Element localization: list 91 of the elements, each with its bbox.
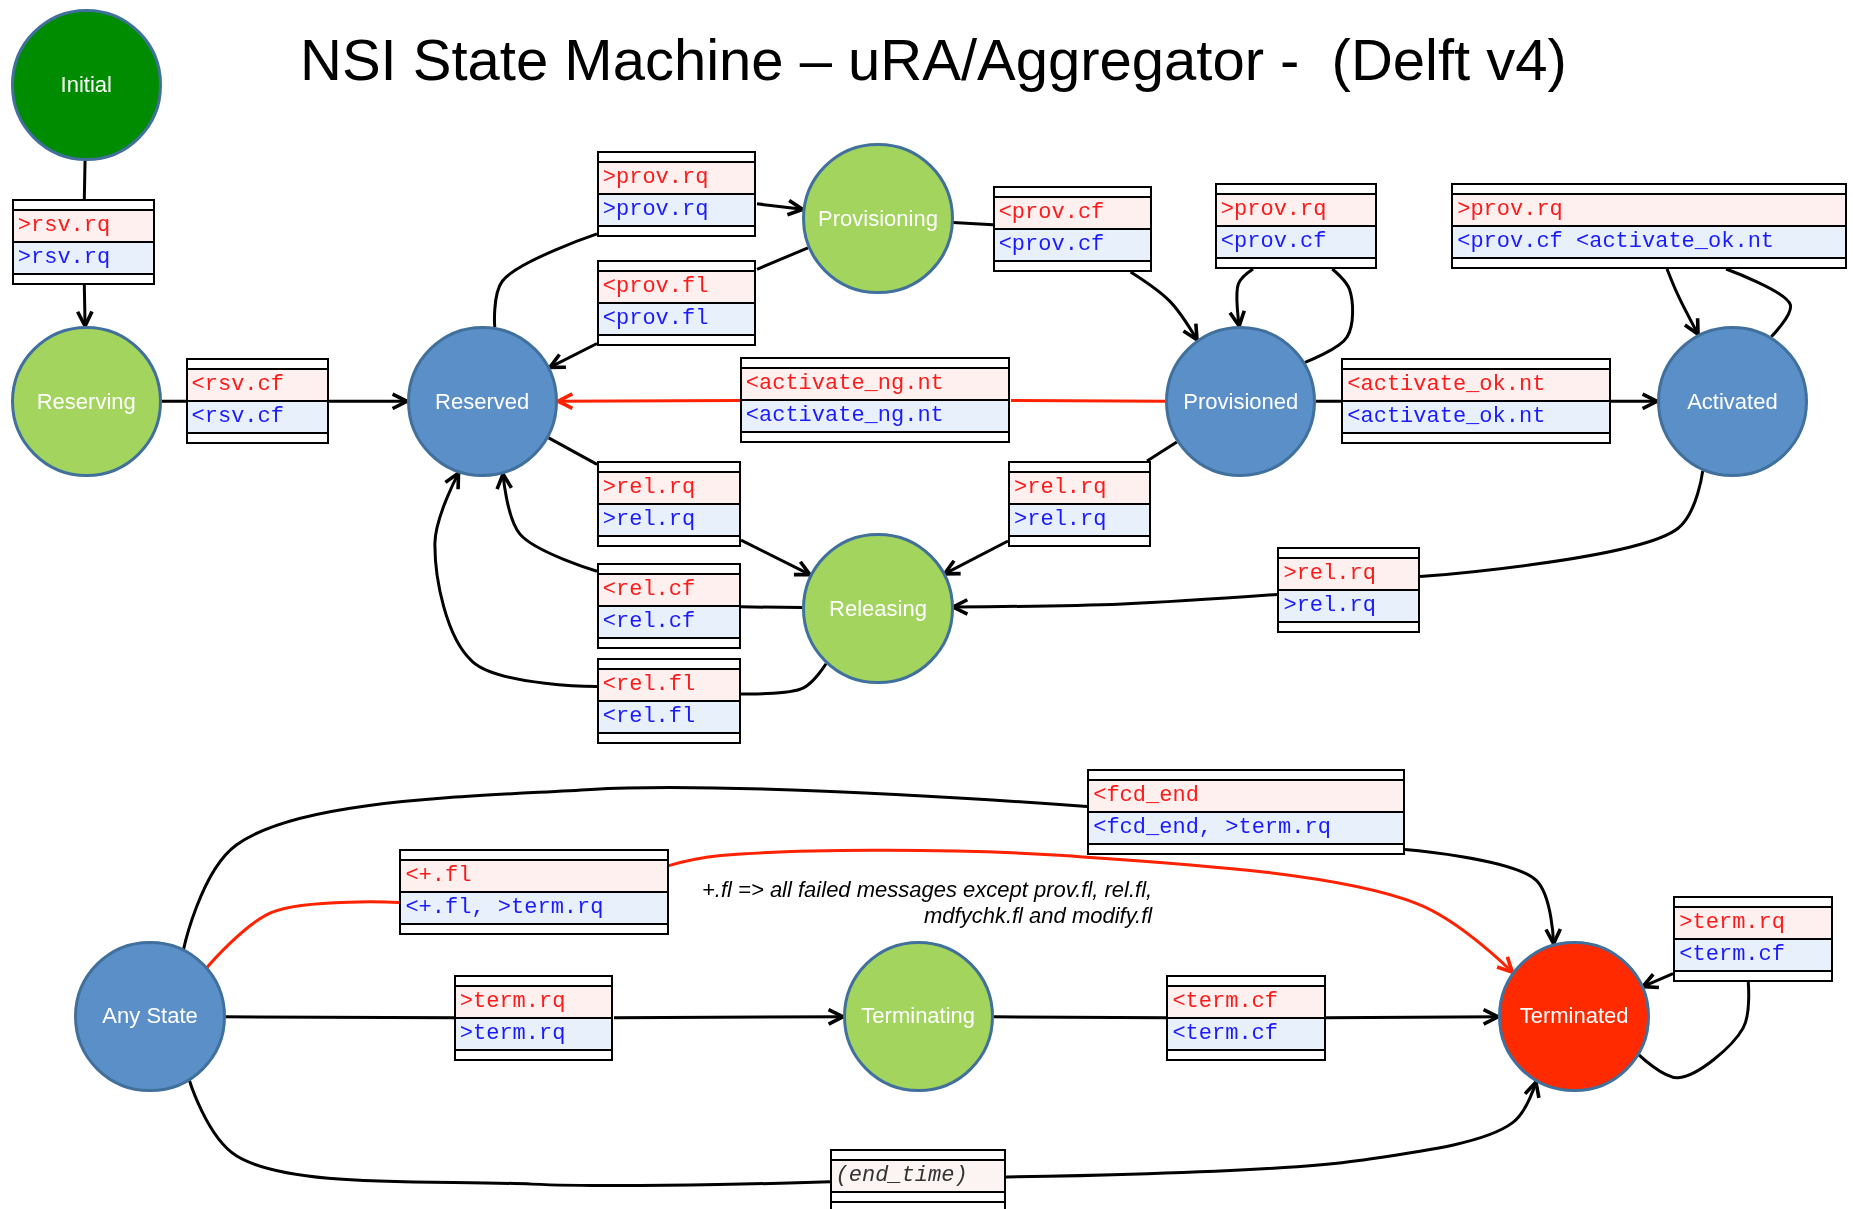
message-box — [1166, 974, 1326, 1061]
message-text: <rsv.cf — [187, 370, 327, 403]
message-text: <fcd_end — [1089, 781, 1404, 814]
message-text: >rel.rq — [1279, 591, 1419, 624]
message-box — [1277, 547, 1421, 634]
message-text: <prov.cf <activate_ok.nt — [1453, 227, 1846, 260]
message-box — [11, 198, 155, 285]
arrow — [495, 472, 598, 573]
message-text: <rel.fl — [598, 670, 739, 703]
arrow — [951, 592, 1278, 616]
state-name: Releasing — [828, 595, 928, 622]
message-box — [992, 185, 1153, 272]
arrow — [1228, 267, 1254, 328]
message-text: <+.fl — [401, 860, 667, 893]
message-box — [1008, 460, 1151, 547]
state-name: Terminated — [1518, 1003, 1630, 1030]
message-text: <term.cf — [1168, 1018, 1324, 1051]
message-text: <rel.cf — [598, 606, 739, 639]
arrow — [667, 848, 1515, 975]
message-text: <prov.cf — [1216, 227, 1375, 260]
arrow — [1326, 1007, 1500, 1026]
message-text: >rsv.rq — [13, 242, 153, 275]
message-text: >rel.rq — [598, 472, 739, 505]
message-box — [1087, 769, 1406, 856]
message-text: >prov.rq — [598, 163, 755, 196]
message-text: <rel.fl — [598, 702, 739, 735]
arrow — [75, 284, 94, 328]
state-name: Initial — [59, 72, 113, 99]
message-box — [1341, 358, 1611, 445]
arrow — [1641, 972, 1674, 990]
message-box — [1673, 895, 1833, 982]
message-text: <prov.fl — [598, 272, 755, 304]
message-text: <fcd_end, >term.rq — [1089, 813, 1404, 846]
message-text: >term.rq — [455, 986, 612, 1019]
message-text: >prov.rq — [598, 195, 755, 228]
message-text: <prov.fl — [598, 304, 755, 336]
message-box — [1451, 183, 1848, 270]
message-box — [596, 260, 757, 346]
arrow — [942, 539, 1009, 576]
message-text: >prov.rq — [1453, 195, 1846, 228]
message-text: <activate_ng.nt — [741, 400, 1009, 433]
state-name: Provisioned — [1182, 388, 1300, 415]
message-text: >prov.rq — [1216, 195, 1375, 228]
message-text: (end_time) — [831, 1160, 1004, 1193]
arrow — [756, 198, 805, 217]
arrow — [1404, 847, 1563, 946]
state-name: Reserving — [35, 388, 137, 415]
message-box — [399, 848, 669, 935]
message-text: >rel.rq — [1279, 559, 1419, 592]
message-text: <rel.cf — [598, 574, 739, 607]
state-name: Reserved — [434, 388, 531, 415]
arrow — [740, 538, 812, 577]
message-text: <activate_ng.nt — [741, 368, 1009, 401]
message-text: >rel.rq — [1010, 472, 1149, 505]
message-text: >rsv.rq — [13, 210, 153, 243]
message-text: >term.rq — [1675, 907, 1831, 940]
message-box — [453, 974, 614, 1061]
message-box — [739, 356, 1011, 443]
arrow — [329, 392, 409, 411]
note-text: +.fl => all failed messages except prov.fl, rel.fl, mdfychk.fl and modify.fl — [701, 876, 1153, 929]
state-name: Provisioning — [817, 205, 939, 232]
arrow — [1665, 268, 1700, 337]
state-name: Any State — [101, 1003, 199, 1030]
message-text: >rel.rq — [598, 504, 739, 537]
message-text: <prov.cf — [994, 229, 1151, 262]
arrow — [548, 342, 598, 370]
message-text: <prov.cf — [994, 197, 1151, 230]
message-text: <+.fl, >term.rq — [401, 892, 667, 925]
message-text: <activate_ok.nt — [1343, 402, 1609, 435]
arrow — [1610, 392, 1659, 411]
diagram-title: NSI State Machine – uRA/Aggregator - (Delft v4) — [300, 26, 1567, 93]
arrow — [1129, 270, 1199, 342]
message-box — [829, 1148, 1006, 1209]
message-text: <term.cf — [1168, 986, 1324, 1019]
state-name: Terminating — [860, 1003, 977, 1030]
message-box — [596, 658, 741, 745]
message-text: <term.cf — [1675, 939, 1831, 972]
message-box — [596, 562, 741, 649]
message-text: <rsv.cf — [187, 402, 327, 435]
message-box — [596, 460, 741, 547]
message-text: >term.rq — [455, 1018, 612, 1051]
state-name: Activated — [1686, 388, 1779, 415]
arrow — [433, 471, 598, 689]
message-text: <activate_ok.nt — [1343, 370, 1609, 403]
message-text: >rel.rq — [1010, 504, 1149, 537]
message-box — [1214, 183, 1377, 270]
arrow — [614, 1007, 845, 1026]
message-box — [596, 151, 757, 238]
arrow — [556, 392, 740, 411]
arrow — [1005, 1080, 1541, 1179]
message-box — [185, 358, 329, 445]
